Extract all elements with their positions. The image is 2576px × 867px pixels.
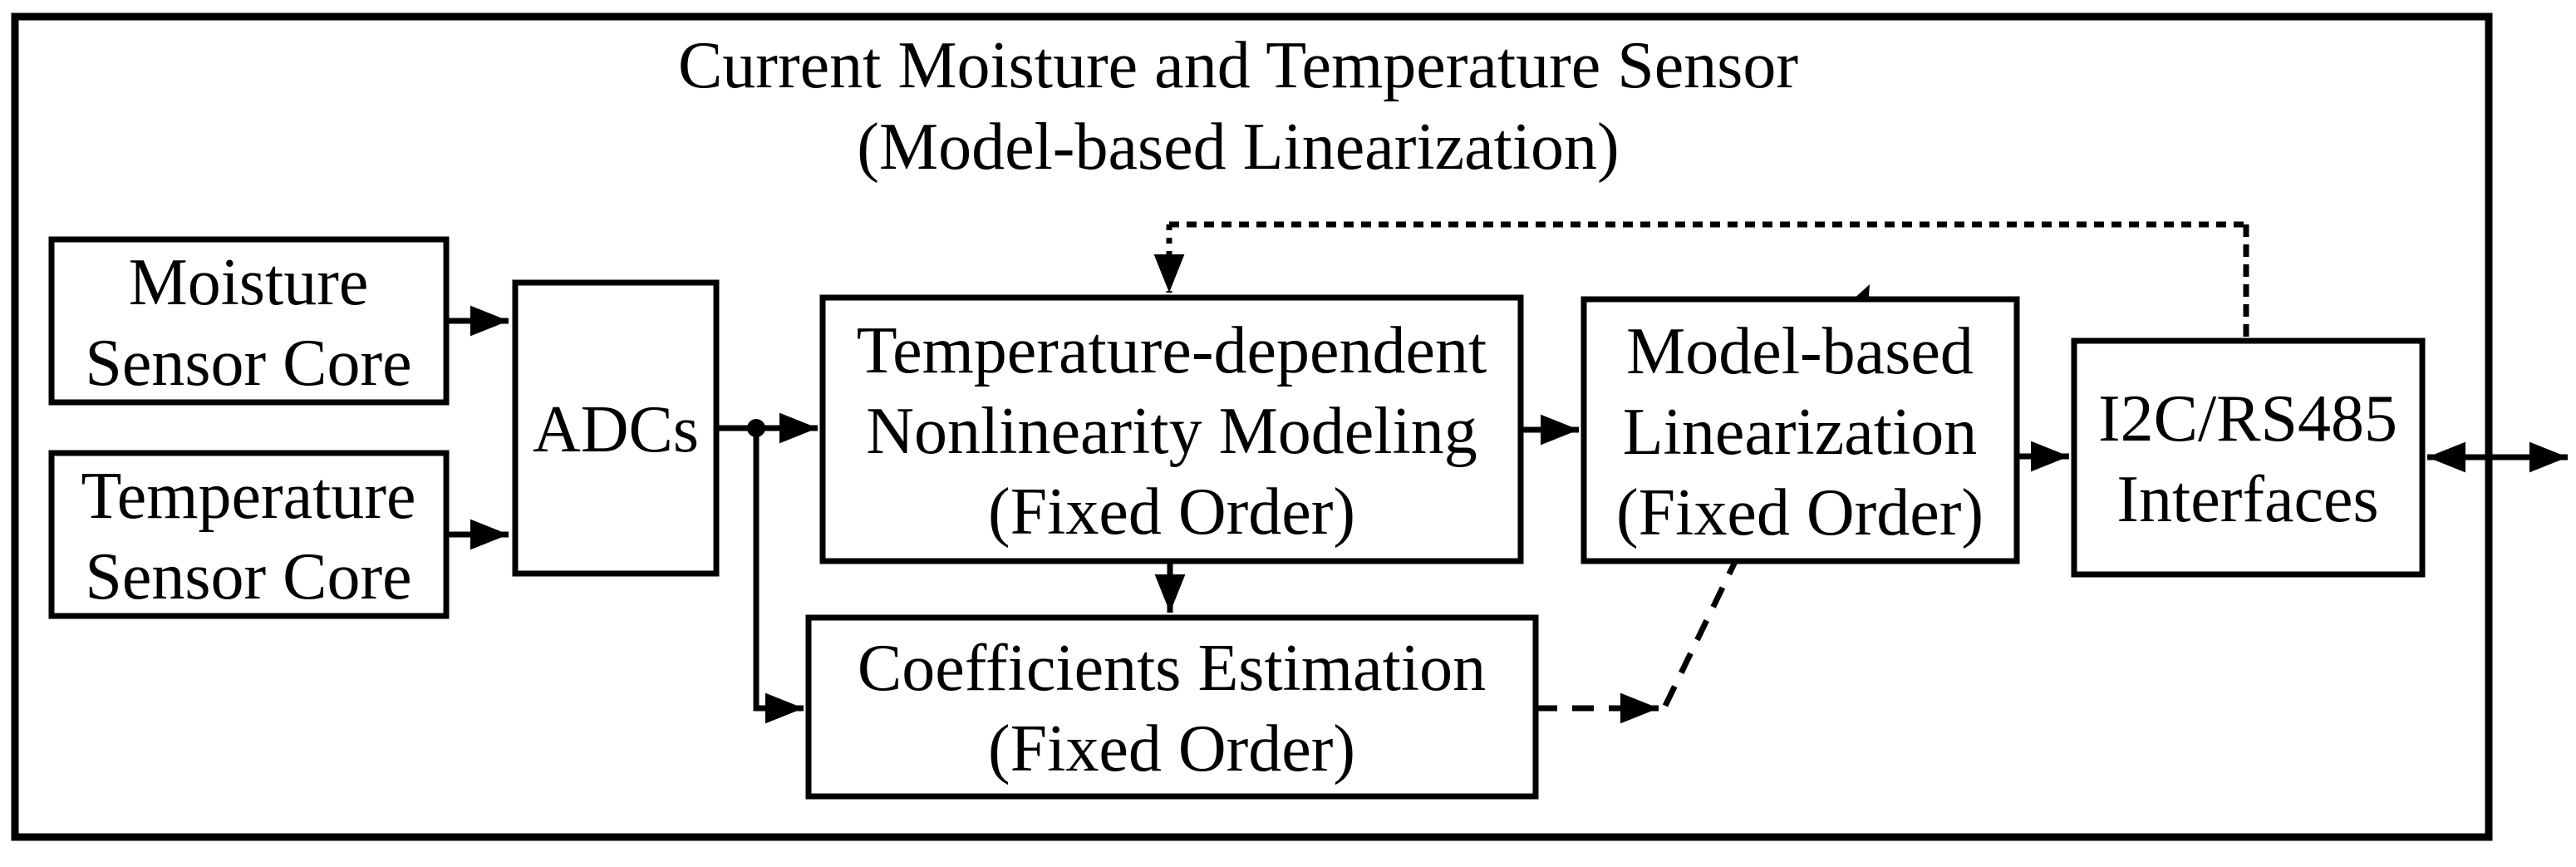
outer-border	[11, 12, 2493, 841]
block-temperature-sensor-core: Temperature Sensor Core	[48, 450, 450, 619]
coefficients-estimation-box	[805, 614, 1539, 800]
coefficients-estimation-label-line2: (Fixed Order)	[988, 712, 1355, 786]
diagram-title-line2: (Model-based Linearization)	[857, 111, 1619, 184]
i2c-rs485-interfaces-label-line1: I2C/RS485	[2098, 382, 2397, 456]
model-based-linearization-box	[1581, 296, 2020, 564]
adcs-box	[512, 279, 720, 577]
block-i2c-rs485-interfaces: I2C/RS485 Interfaces	[2071, 337, 2426, 578]
i2c-rs485-interfaces-box	[2071, 337, 2426, 578]
block-model-based-linearization: Model-based Linearization (Fixed Order)	[1581, 296, 2020, 564]
model-based-linearization-label-line2: Linearization	[1623, 396, 1977, 469]
moisture-sensor-core-label-line2: Sensor Core	[85, 327, 411, 400]
arrow-adcs-branch-to-coefficients	[753, 428, 804, 724]
block-adcs: ADCs	[512, 279, 720, 577]
moisture-sensor-core-box	[48, 236, 450, 406]
nonlinearity-modeling-label-line2: Nonlinearity Modeling	[866, 395, 1477, 468]
temperature-sensor-core-label-line1: Temperature	[81, 460, 415, 533]
model-based-linearization-label-line1: Model-based	[1626, 315, 1974, 388]
block-nonlinearity-modeling: Temperature-dependent Nonlinearity Model…	[819, 294, 1524, 564]
nonlinearity-modeling-box	[819, 294, 1524, 564]
block-coefficients-estimation: Coefficients Estimation (Fixed Order)	[805, 614, 1539, 800]
coefficients-estimation-label-line1: Coefficients Estimation	[858, 632, 1486, 705]
nonlinearity-modeling-label-line3: (Fixed Order)	[988, 475, 1355, 549]
i2c-rs485-interfaces-label-line2: Interfaces	[2116, 463, 2378, 536]
nonlinearity-modeling-label-line1: Temperature-dependent	[857, 314, 1487, 387]
diagram-title-line1: Current Moisture and Temperature Sensor	[678, 29, 1798, 102]
block-moisture-sensor-core: Moisture Sensor Core	[48, 236, 450, 406]
model-based-linearization-label-line3: (Fixed Order)	[1616, 476, 1984, 549]
temperature-sensor-core-box	[48, 450, 450, 619]
moisture-sensor-core-label-line1: Moisture	[129, 246, 369, 319]
adcs-label: ADCs	[533, 393, 699, 466]
temperature-sensor-core-label-line2: Sensor Core	[85, 540, 411, 613]
